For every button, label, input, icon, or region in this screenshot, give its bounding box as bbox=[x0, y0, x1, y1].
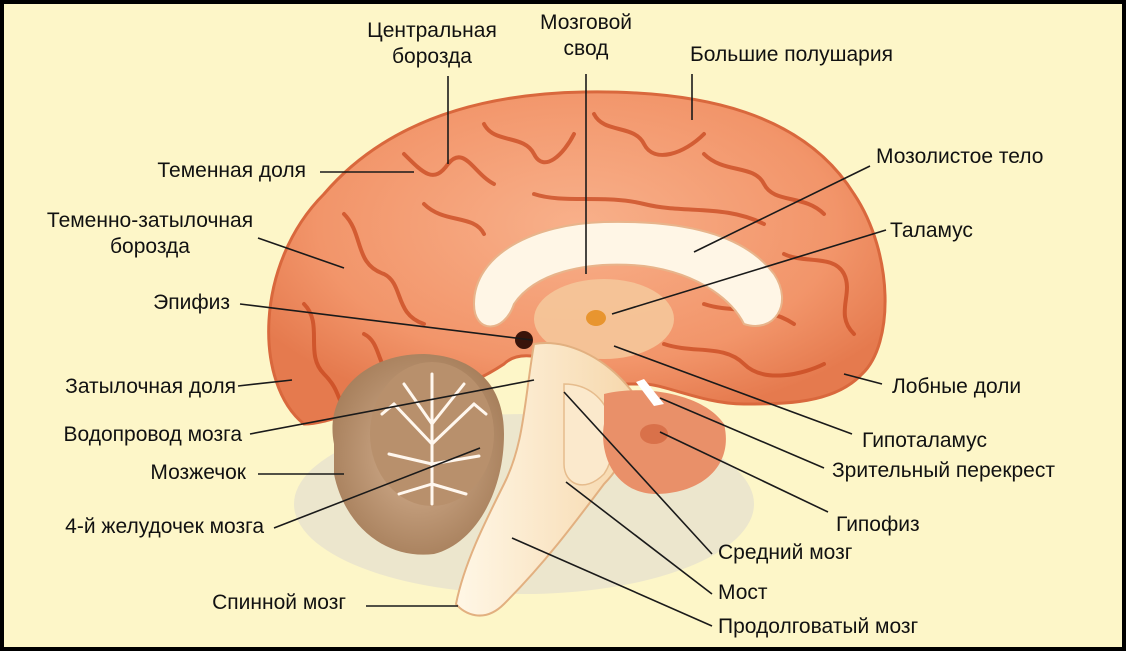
label-thalamus: Таламус bbox=[890, 218, 973, 244]
label-text: Гипоталамус bbox=[862, 429, 987, 452]
label-text: Продолговатый мозг bbox=[718, 615, 919, 638]
cerebellum-shape bbox=[332, 354, 504, 555]
leader-lines bbox=[237, 74, 887, 627]
leader-line-pons bbox=[565, 481, 713, 595]
label-pons: Мост bbox=[718, 580, 768, 606]
label-pituitary-gland: Гипофиз bbox=[836, 512, 920, 538]
label-fourth-ventricle: 4-й желудочек мозга bbox=[65, 514, 264, 540]
label-occipital-lobe: Затылочная доля bbox=[65, 374, 236, 400]
brain-illustration bbox=[237, 74, 887, 627]
label-fornix: Мозговой свод bbox=[540, 10, 632, 62]
label-text: 4-й желудочек мозга bbox=[65, 515, 264, 538]
label-text: борозда bbox=[392, 45, 472, 68]
leader-line-midbrain bbox=[563, 391, 713, 555]
brainstem bbox=[454, 342, 638, 617]
leader-line-thalamus bbox=[611, 229, 887, 315]
label-text: Мозолистое тело bbox=[876, 145, 1044, 168]
leader-line-parieto-occipital-sulcus bbox=[257, 237, 345, 269]
label-text: свод bbox=[563, 37, 609, 60]
label-medulla-oblongata: Продолговатый мозг bbox=[718, 614, 918, 640]
label-text: Теменная доля bbox=[157, 159, 306, 182]
leader-line-frontal-lobes bbox=[843, 373, 883, 385]
label-optic-chiasm: Зрительный перекрест bbox=[832, 458, 1055, 484]
label-text: Спинной мозг bbox=[212, 591, 346, 614]
leader-line-cerebral-aqueduct bbox=[249, 379, 535, 435]
label-text: Теменно-затылочная bbox=[46, 209, 254, 232]
label-text: Мозговой bbox=[539, 11, 633, 34]
label-text: Затылочная доля bbox=[65, 375, 236, 398]
label-cerebral-aqueduct: Водопровод мозга bbox=[64, 422, 243, 448]
leader-line-hypothalamus bbox=[613, 345, 853, 435]
label-parietal-lobe: Теменная доля bbox=[157, 158, 306, 184]
leader-line-occipital-lobe bbox=[237, 379, 293, 387]
label-text: Большие полушария bbox=[690, 43, 893, 66]
label-text: Зрительный перекрест bbox=[832, 459, 1055, 482]
label-frontal-lobes: Лобные доли bbox=[892, 374, 1021, 400]
label-text: Мозжечок bbox=[150, 461, 246, 484]
leader-line-pineal-gland bbox=[239, 303, 533, 341]
leader-line-medulla-oblongata bbox=[511, 537, 713, 627]
label-text: Эпифиз bbox=[153, 291, 230, 314]
label-text: Водопровод мозга bbox=[63, 423, 243, 446]
label-text: борозда bbox=[110, 235, 190, 258]
label-corpus-callosum: Мозолистое тело bbox=[876, 144, 1043, 170]
label-parieto-occipital-sulcus: Теменно-затылочная борозда bbox=[47, 208, 253, 260]
label-midbrain: Средний мозг bbox=[718, 540, 852, 566]
label-text: Мост bbox=[718, 581, 768, 604]
label-text: Лобные доли bbox=[892, 375, 1022, 398]
label-text: Гипофиз bbox=[836, 513, 920, 536]
label-spinal-cord: Спинной мозг bbox=[212, 590, 346, 616]
label-text: Средний мозг bbox=[718, 541, 853, 564]
label-central-sulcus: Центральная борозда bbox=[367, 18, 497, 70]
leader-line-corpus-callosum bbox=[693, 165, 871, 253]
label-cerebral-hemispheres: Большие полушария bbox=[690, 42, 893, 68]
leader-line-optic-chiasm bbox=[659, 397, 825, 469]
leader-line-pituitary-gland bbox=[659, 431, 829, 513]
label-cerebellum: Мозжечок bbox=[150, 460, 246, 486]
label-text: Центральная bbox=[367, 19, 497, 42]
label-pineal-gland: Эпифиз bbox=[153, 290, 230, 316]
label-text: Таламус bbox=[890, 219, 973, 242]
leader-line-fourth-ventricle bbox=[273, 447, 481, 529]
label-hypothalamus: Гипоталамус bbox=[862, 428, 987, 454]
